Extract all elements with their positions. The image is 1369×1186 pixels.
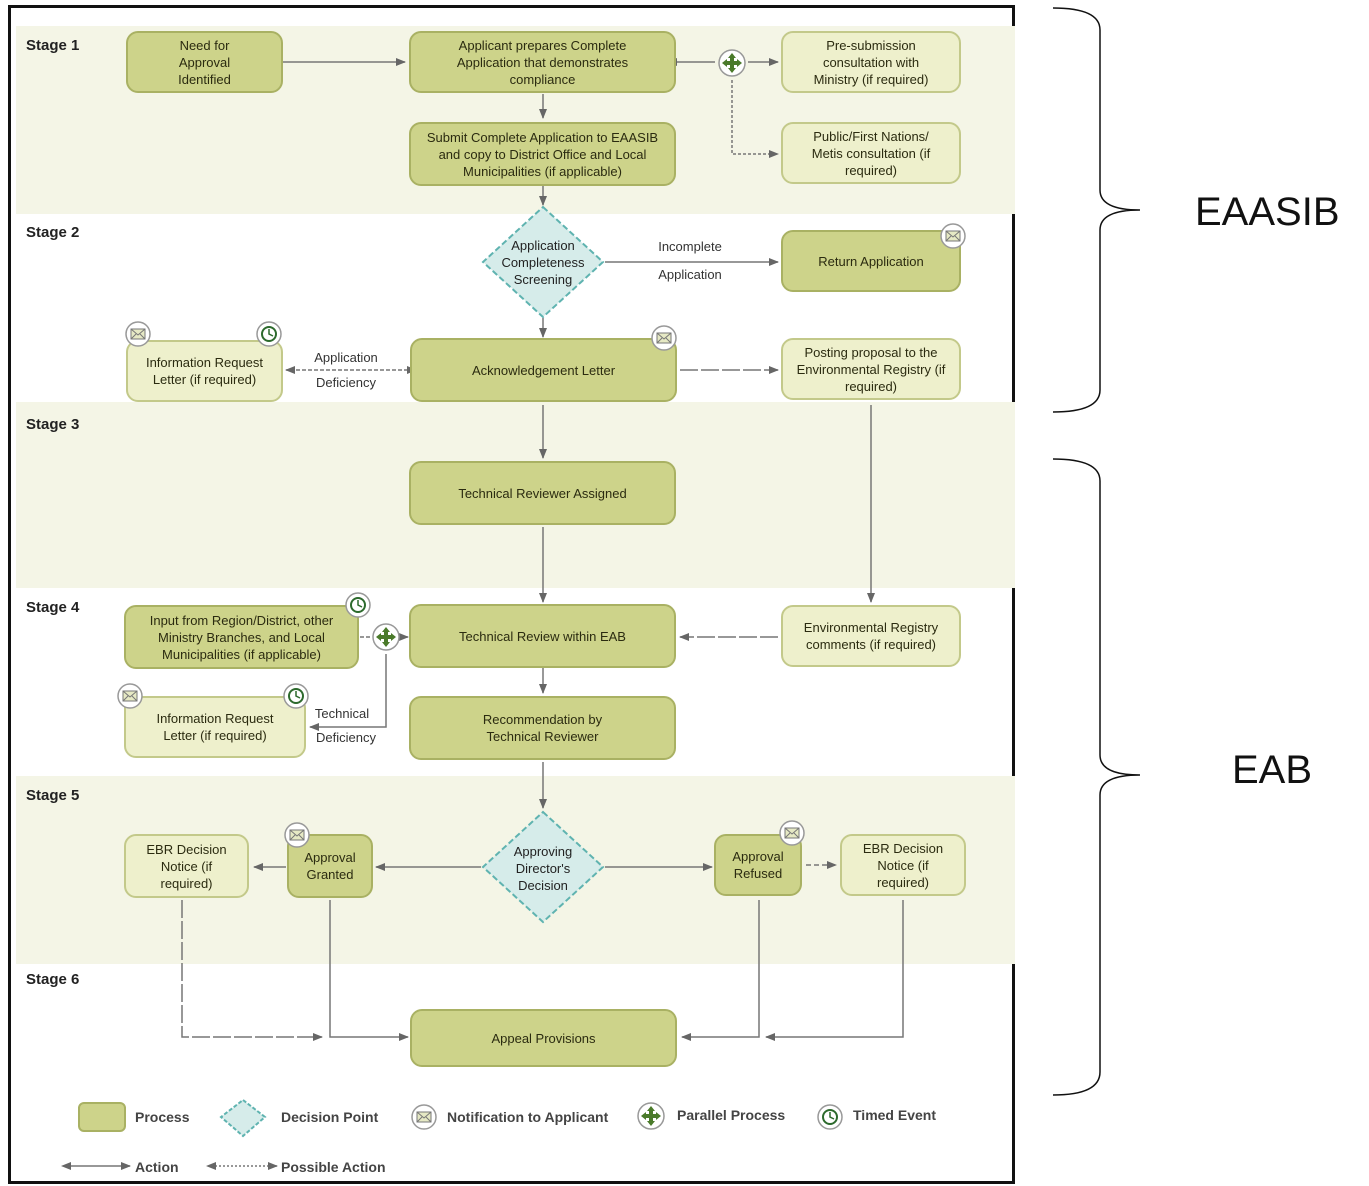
- node-approval-refused: Approval Refused: [714, 834, 802, 896]
- node-technical-review: Technical Review within EAB: [409, 604, 676, 668]
- notification-icon: [940, 223, 966, 249]
- notification-icon: [651, 325, 677, 351]
- parallel-process-icon: [718, 49, 746, 77]
- edge-label-application-deficiency-1: Application: [314, 350, 378, 365]
- decision-screening-text: Application Completeness Screening: [501, 238, 585, 287]
- node-posting-proposal: Posting proposal to the Environmental Re…: [781, 338, 961, 400]
- legend-process-label: Process: [135, 1109, 190, 1125]
- timed-event-icon: [283, 683, 309, 709]
- bracket-eaasib: [1052, 7, 1141, 413]
- node-info-request-1: Information Request Letter (if required): [126, 340, 283, 402]
- legend-parallel-icon: [637, 1102, 665, 1130]
- node-er-comments: Environmental Registry comments (if requ…: [781, 605, 961, 667]
- legend-notification-icon: [411, 1104, 437, 1130]
- legend-process-swatch: [78, 1102, 126, 1132]
- node-prepare-application: Applicant prepares Complete Application …: [409, 31, 676, 93]
- director-diamond: [481, 810, 605, 924]
- legend-timed-icon: [817, 1104, 843, 1130]
- stage-1-label: Stage 1: [26, 37, 80, 54]
- legend-decision-label: Decision Point: [281, 1109, 379, 1125]
- edge-label-incomplete-application: Application: [658, 267, 722, 282]
- legend-decision-diamond: [219, 1098, 267, 1138]
- legend-action-label: Action: [135, 1159, 179, 1175]
- legend-possible-action-label: Possible Action: [281, 1159, 386, 1175]
- notification-icon: [284, 822, 310, 848]
- node-appeal-provisions: Appeal Provisions: [410, 1009, 677, 1067]
- stage-2-label: Stage 2: [26, 224, 80, 241]
- bracket-label-eaasib: EAASIB: [1195, 190, 1340, 234]
- node-ebr-notice-left: EBR Decision Notice (if required): [124, 834, 249, 898]
- bracket-label-eab: EAB: [1232, 748, 1313, 792]
- node-need-approval: Need for Approval Identified: [126, 31, 283, 93]
- notification-icon: [117, 683, 143, 709]
- parallel-process-icon: [372, 623, 400, 651]
- node-acknowledgement: Acknowledgement Letter: [410, 338, 677, 402]
- legend-parallel-label: Parallel Process: [677, 1107, 786, 1123]
- stage-3-label: Stage 3: [26, 416, 80, 433]
- stage-4-label: Stage 4: [26, 599, 80, 616]
- bracket-eab: [1052, 458, 1141, 1096]
- notification-icon: [125, 321, 151, 347]
- stage-5-label: Stage 5: [26, 787, 80, 804]
- decision-director-text: Approving Director's Decision: [513, 844, 573, 893]
- node-info-request-2: Information Request Letter (if required): [124, 696, 306, 758]
- legend-timed-label: Timed Event: [853, 1107, 936, 1123]
- timed-event-icon: [256, 321, 282, 347]
- node-input-region: Input from Region/District, other Minist…: [124, 605, 359, 669]
- edge-label-technical-deficiency-2: Deficiency: [316, 730, 376, 745]
- node-submit-application: Submit Complete Application to EAASIB an…: [409, 122, 676, 186]
- notification-icon: [779, 820, 805, 846]
- node-ebr-notice-right: EBR Decision Notice (if required): [840, 834, 966, 896]
- edge-label-incomplete: Incomplete: [658, 239, 722, 254]
- edge-label-application-deficiency-2: Deficiency: [316, 375, 376, 390]
- stage-6-label: Stage 6: [26, 971, 80, 988]
- timed-event-icon: [345, 592, 371, 618]
- node-recommendation: Recommendation by Technical Reviewer: [409, 696, 676, 760]
- screening-diamond: [481, 205, 605, 319]
- node-return-application: Return Application: [781, 230, 961, 292]
- legend-notification-label: Notification to Applicant: [447, 1109, 609, 1125]
- edge-label-technical-deficiency-1: Technical: [314, 706, 370, 721]
- node-public-consultation: Public/First Nations/ Metis consultation…: [781, 122, 961, 184]
- node-technical-reviewer-assigned: Technical Reviewer Assigned: [409, 461, 676, 525]
- node-presubmission: Pre-submission consultation with Ministr…: [781, 31, 961, 93]
